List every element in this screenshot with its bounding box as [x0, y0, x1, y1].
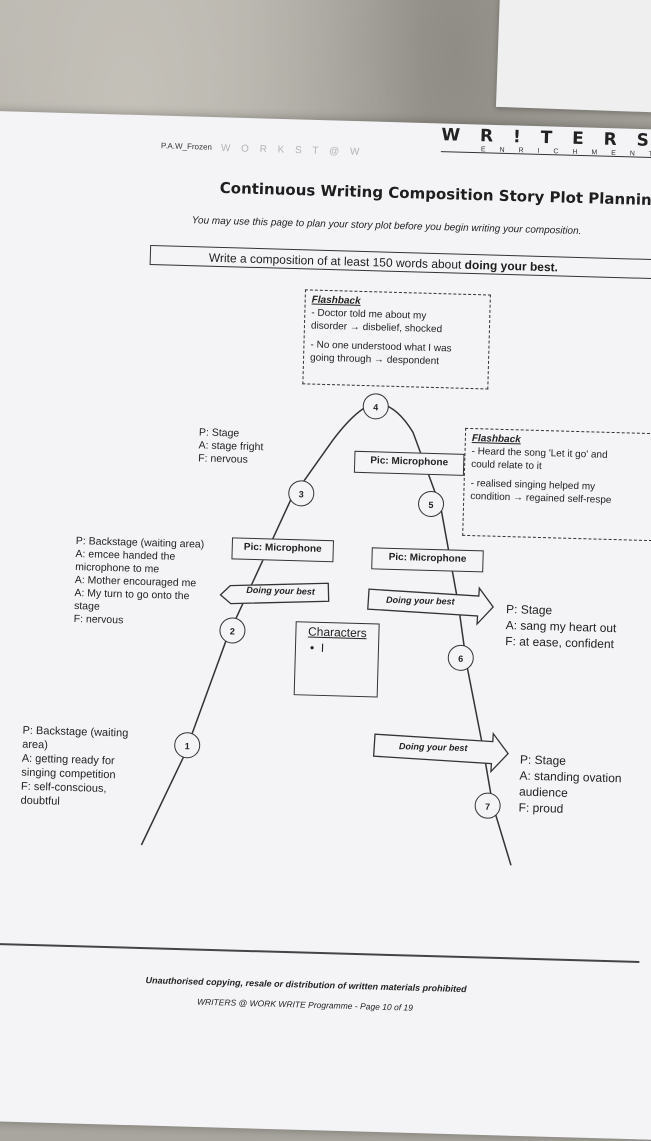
stage7-notes: P: Stage A: standing ovation audience F:…: [518, 752, 622, 819]
pic-label-left: Pic: Microphone: [231, 537, 334, 563]
stage2-notes: P: Backstage (waiting area) A: emcee han…: [74, 535, 205, 630]
flashback-box-right: Flashback - Heard the song 'Let it go' a…: [462, 427, 651, 542]
stage6-feeling: F: at ease, confident: [505, 634, 615, 652]
stage3-feeling: F: nervous: [198, 452, 248, 466]
character-item: • I: [309, 640, 325, 656]
stage6-notes: P: Stage A: sang my heart out F: at ease…: [505, 601, 617, 652]
arrow-bottom-shape: [372, 731, 509, 774]
pic-label-right: Pic: Microphone: [371, 547, 484, 573]
characters-heading: Characters: [307, 624, 367, 641]
character-item-text: I: [320, 640, 325, 656]
pic-label-top: Pic: Microphone: [353, 450, 465, 476]
worksheet-content: W R ! T E R S @ W O E N R I C H M E N T …: [0, 125, 651, 1013]
flashback-box-top: Flashback - Doctor told me about my diso…: [302, 289, 491, 390]
plot-mountain-diagram: [140, 402, 512, 866]
stage1-notes: P: Backstage (waiting area) A: getting r…: [20, 724, 128, 811]
stage3-notes: P: Stage A: stage fright F: nervous: [198, 426, 264, 467]
arrow-left-shape: [219, 582, 330, 605]
characters-box: Characters • I: [293, 621, 380, 698]
arrow-right-shape: [367, 586, 494, 626]
stage1-feeling: doubtful: [20, 794, 60, 808]
stage7-feeling: F: proud: [518, 800, 564, 816]
